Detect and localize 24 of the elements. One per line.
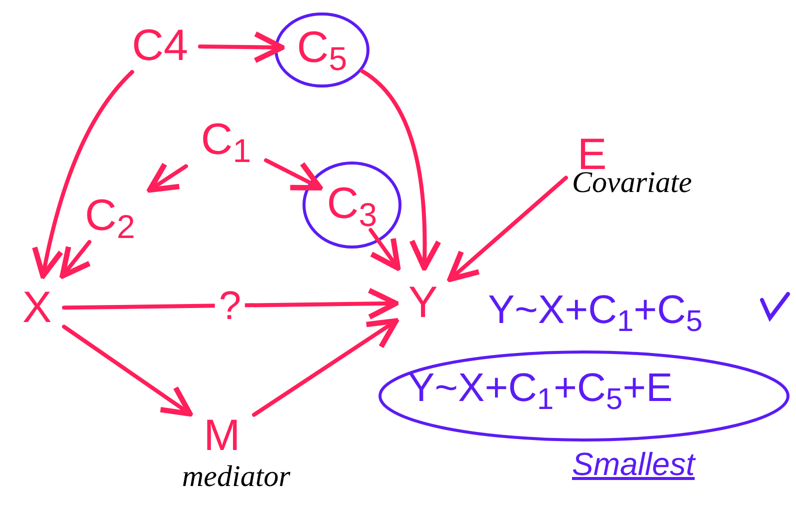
annotation-text: Covariate [572, 168, 692, 198]
arrow [62, 288, 399, 320]
formula-text: Smallest [572, 448, 695, 480]
node-label: C$_{1}$ [186, 112, 266, 168]
arrow [147, 162, 188, 193]
node-label: M [190, 408, 254, 464]
node-label: X [10, 276, 64, 340]
formula-text: Y~X+C$_{1}$+C$_{5}$+E [408, 368, 673, 408]
arrow [62, 324, 193, 417]
arrow [32, 70, 134, 279]
arrow [368, 228, 401, 271]
annotation-text: mediator [182, 462, 290, 492]
arrow [252, 318, 399, 417]
node-label: C4 [120, 20, 200, 72]
formula-text: Y~X+C$_{1}$+C$_{5}$ [488, 290, 703, 330]
arrow [360, 68, 441, 271]
arrow [264, 158, 323, 190]
node-label: C$_{2}$ [70, 190, 150, 242]
arrow [60, 240, 92, 279]
arrow [198, 31, 285, 64]
node-label: C$_{5}$ [282, 22, 362, 74]
arrow [447, 176, 568, 282]
node-label: C$_{3}$ [320, 178, 384, 230]
node-label: Y [396, 268, 450, 338]
